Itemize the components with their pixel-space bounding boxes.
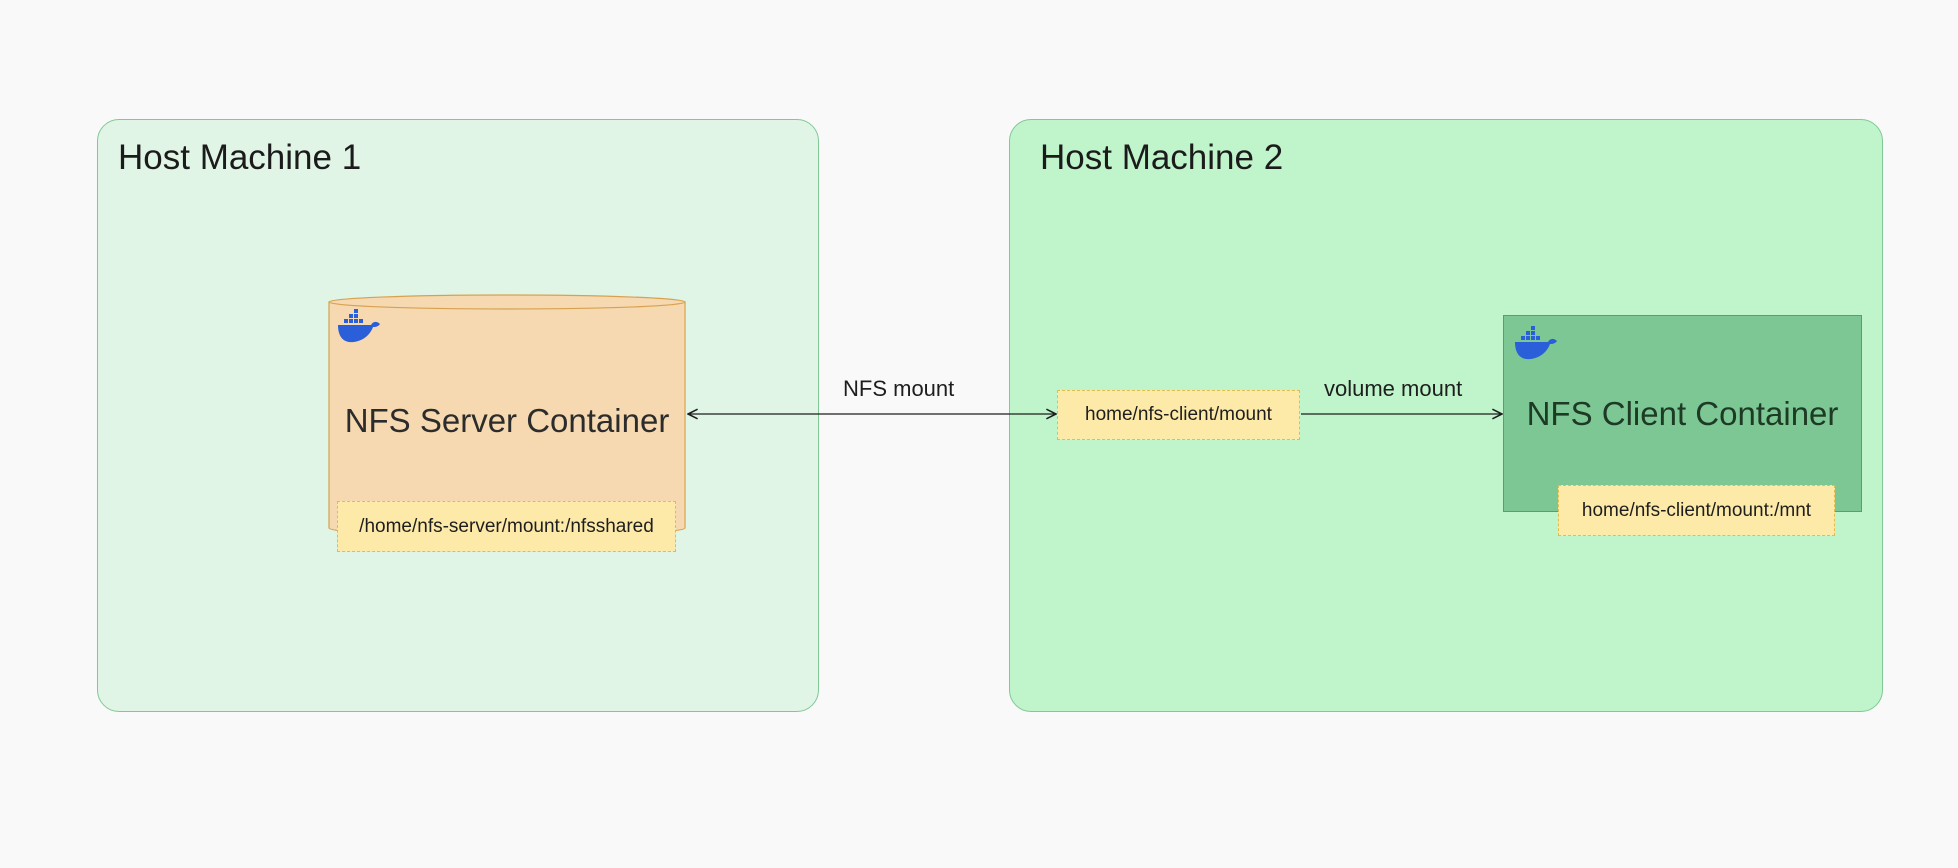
docker-icon — [1515, 326, 1557, 360]
nfs-client-container: NFS Client Container — [1503, 315, 1862, 512]
nfs-server-container: NFS Server Container — [328, 294, 686, 536]
nfs-server-title: NFS Server Container — [344, 402, 670, 439]
nfs-client-title: NFS Client Container — [1526, 395, 1839, 432]
host-mount-path: home/nfs-client/mount — [1057, 390, 1300, 440]
client-mount-path: home/nfs-client/mount:/mnt — [1558, 485, 1835, 536]
nfs-mount-label: NFS mount — [843, 376, 955, 401]
docker-icon — [338, 309, 380, 343]
volume-mount-label: volume mount — [1324, 376, 1463, 401]
host-machine-1-title: Host Machine 1 — [118, 138, 362, 177]
server-mount-path: /home/nfs-server/mount:/nfsshared — [337, 501, 676, 552]
host-machine-2-title: Host Machine 2 — [1040, 138, 1284, 177]
